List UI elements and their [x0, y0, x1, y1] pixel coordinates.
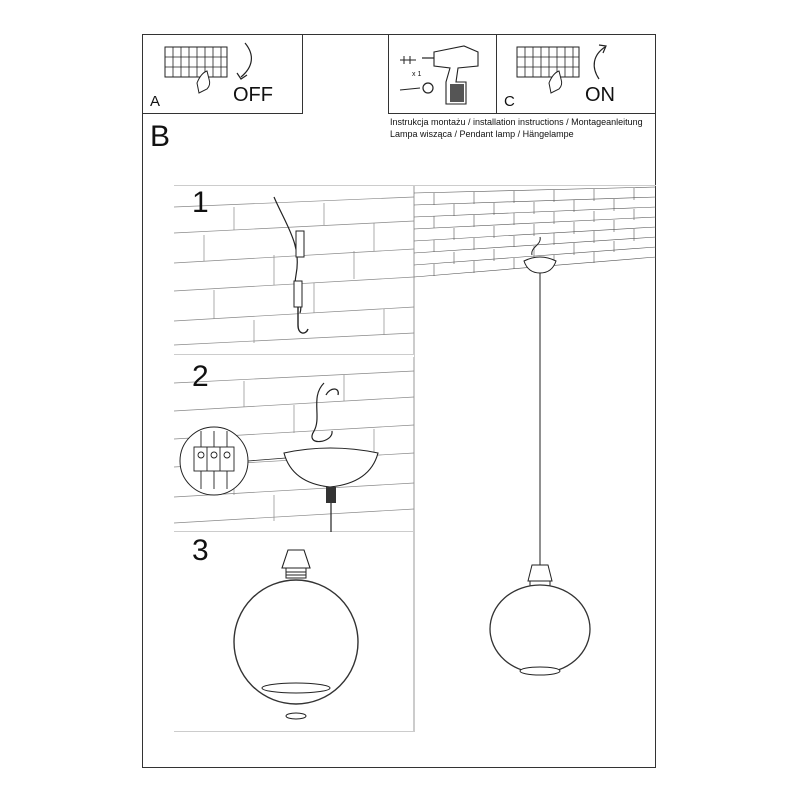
drill-icon: x 1: [399, 45, 479, 105]
ceiling-boards-illustration: [173, 196, 415, 346]
arrow-down-icon: [236, 42, 252, 80]
brick-ceiling-illustration: [413, 186, 657, 278]
drill-quantity: x 1: [412, 71, 421, 78]
header-line-2: Lampa wisząca / Pendant lamp / Hängelamp…: [390, 129, 574, 139]
header-line-1: Instrukcja montażu / installation instru…: [390, 117, 643, 127]
step-3-number: 3: [192, 534, 209, 567]
document-header: Instrukcja montażu / installation instru…: [390, 116, 643, 140]
panel-c: C ON: [496, 34, 656, 114]
step-2-number: 2: [192, 360, 209, 393]
circuit-breaker-icon: [164, 46, 228, 94]
installed-lamp-panel: [414, 185, 656, 732]
step-3-panel: [174, 532, 414, 732]
circuit-breaker-icon: [516, 46, 580, 94]
ceiling-boards-illustration: [173, 370, 415, 532]
panel-c-action: ON: [585, 84, 615, 106]
panel-a: A OFF: [142, 34, 303, 114]
step-1-panel: [174, 185, 414, 355]
panel-drill: x 1: [388, 34, 497, 114]
panel-c-letter: C: [504, 93, 515, 110]
installed-pendant-lamp-illustration: [489, 236, 591, 676]
panel-a-action: OFF: [233, 84, 273, 106]
arrow-up-icon: [593, 44, 607, 80]
pendant-lamp-assembly-illustration: [233, 549, 359, 720]
step-2-panel: [174, 357, 414, 532]
step-1-number: 1: [192, 186, 209, 219]
panel-a-letter: A: [150, 93, 161, 110]
section-b-letter: B: [150, 120, 171, 153]
